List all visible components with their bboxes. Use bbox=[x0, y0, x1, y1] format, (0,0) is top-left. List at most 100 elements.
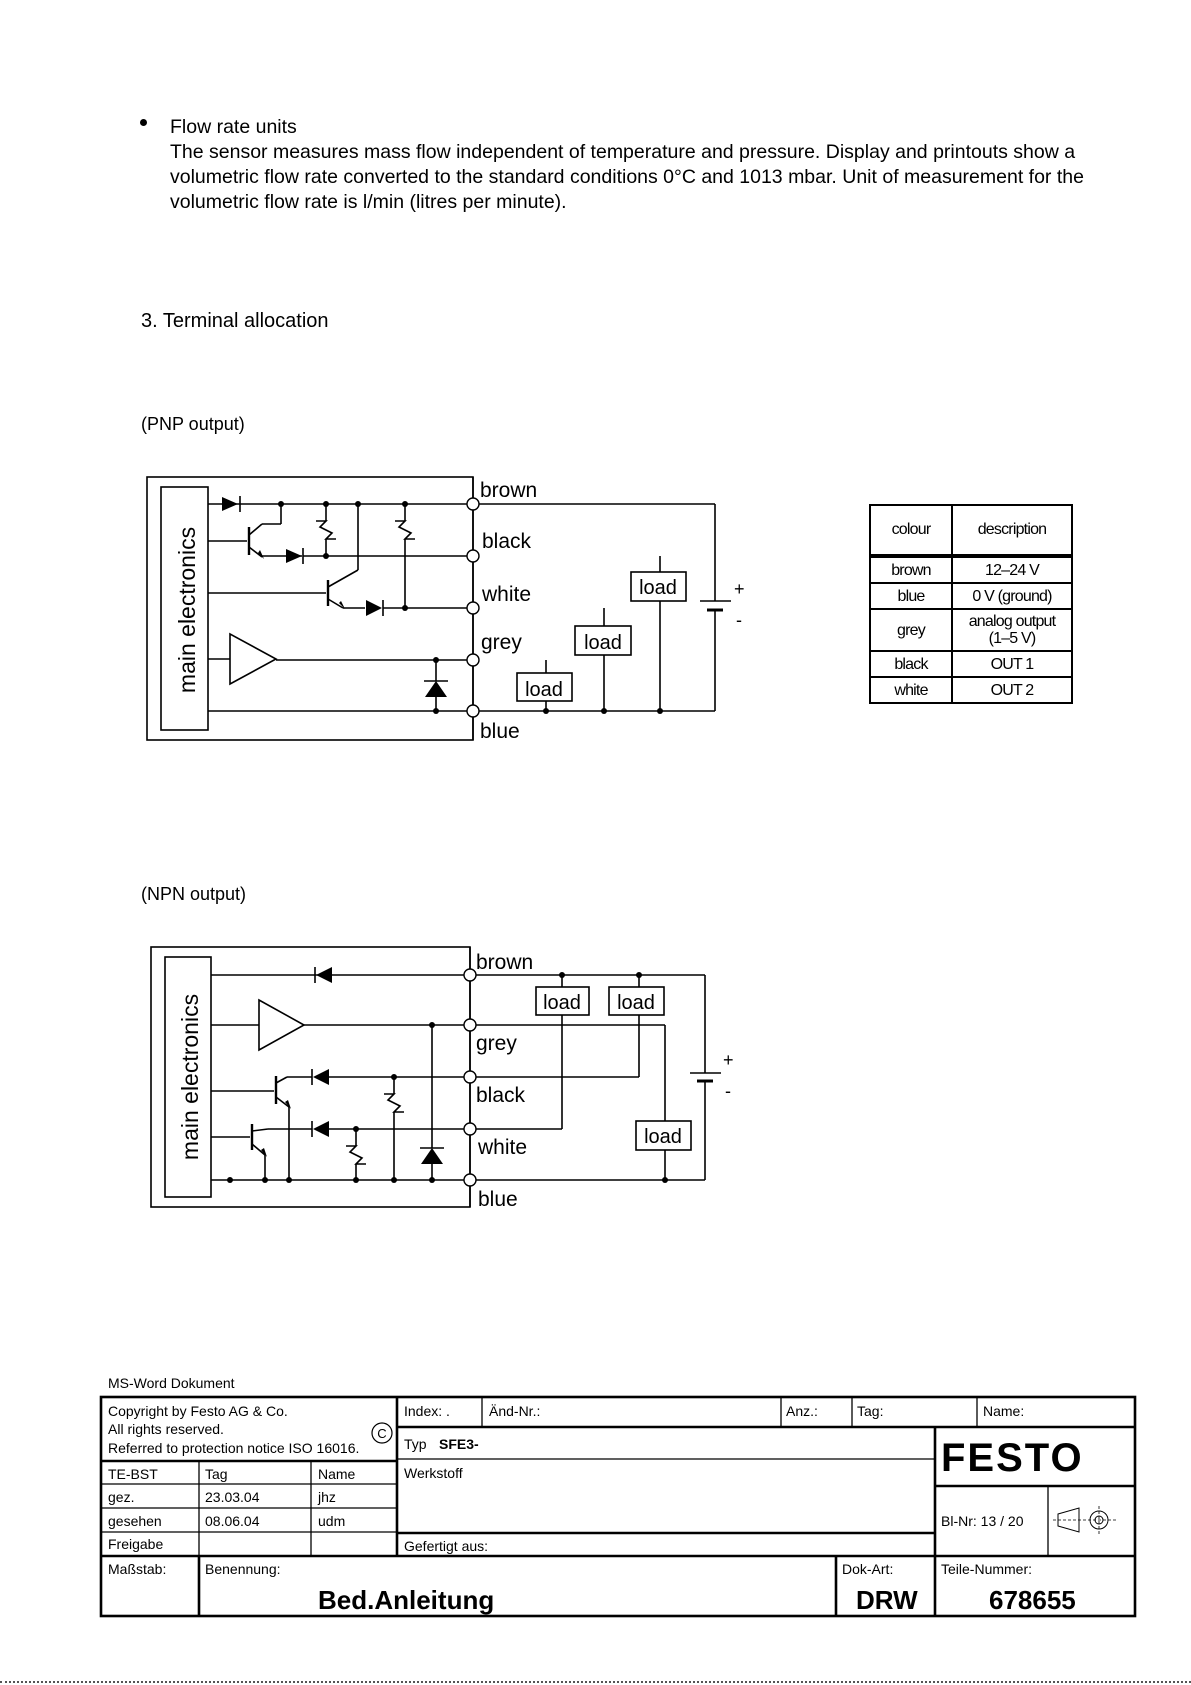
table-row: brown 12–24 V bbox=[869, 554, 1073, 584]
pnp-load-black-label: load bbox=[639, 577, 677, 599]
table-cell: analog output (1–5 V) bbox=[951, 608, 1073, 652]
pnp-zener-grey bbox=[425, 681, 447, 697]
npn-label-black: black bbox=[476, 1084, 526, 1107]
npn-zener-grey bbox=[421, 1148, 443, 1164]
npn-diode-black bbox=[313, 1069, 329, 1085]
table-cell: white bbox=[869, 676, 953, 704]
freigabe-label: Freigabe bbox=[108, 1536, 163, 1552]
typ-label: Typ bbox=[404, 1436, 427, 1452]
section-heading: 3. Terminal allocation bbox=[141, 310, 329, 332]
colour-table-header-description: description bbox=[951, 504, 1073, 557]
benennung-value: Bed.Anleitung bbox=[318, 1585, 494, 1615]
copyright-line-2: All rights reserved. bbox=[108, 1421, 224, 1437]
pnp-load-white-label: load bbox=[584, 632, 622, 654]
aend-label: Änd-Nr.: bbox=[489, 1403, 540, 1419]
intro-title: Flow rate units bbox=[170, 116, 297, 138]
pnp-minus-sign: - bbox=[736, 610, 742, 630]
gesehen-label: gesehen bbox=[108, 1513, 162, 1529]
sheet-number: Bl-Nr: 13 / 20 bbox=[941, 1513, 1024, 1529]
table-cell: blue bbox=[869, 582, 953, 610]
copyright-symbol: C bbox=[377, 1426, 386, 1441]
pnp-load-white bbox=[574, 625, 632, 656]
doc-type-note: MS-Word Dokument bbox=[108, 1375, 235, 1391]
colour-table: colour description brown 12–24 V blue 0 … bbox=[869, 504, 1073, 704]
massstab-label: Maßstab: bbox=[108, 1561, 166, 1577]
typ-value: SFE3- bbox=[439, 1436, 479, 1452]
pnp-terminal-brown bbox=[466, 497, 480, 511]
copyright-line-1: Copyright by Festo AG & Co. bbox=[108, 1403, 288, 1419]
pnp-plus-sign: + bbox=[734, 579, 745, 599]
pnp-diode-brown bbox=[222, 497, 238, 511]
npn-terminal-white bbox=[463, 1122, 477, 1136]
npn-label-brown: brown bbox=[476, 951, 533, 974]
table-cell: OUT 1 bbox=[951, 650, 1073, 678]
gez-label: gez. bbox=[108, 1489, 134, 1505]
intro-paragraph: The sensor measures mass flow independen… bbox=[170, 141, 1084, 213]
name-label: Name: bbox=[983, 1403, 1024, 1419]
table-row: black OUT 1 bbox=[869, 650, 1073, 678]
npn-label-white: white bbox=[477, 1136, 527, 1159]
title-block-frame bbox=[99, 1395, 1137, 1618]
npn-load-black bbox=[608, 986, 665, 1016]
pnp-terminal-grey bbox=[466, 653, 480, 667]
npn-load-white bbox=[635, 1120, 692, 1151]
npn-load-grey-label: load bbox=[543, 992, 581, 1014]
npn-load-white-label: load bbox=[644, 1126, 682, 1148]
npn-main-electronics-label: main electronics bbox=[177, 994, 203, 1160]
npn-terminal-black bbox=[463, 1070, 477, 1084]
benennung-label: Benennung: bbox=[205, 1561, 281, 1577]
bullet-dot bbox=[140, 119, 147, 126]
table-cell: 12–24 V bbox=[951, 554, 1073, 584]
pnp-terminal-blue bbox=[466, 704, 480, 718]
copyright-line-3: Referred to protection notice ISO 16016. bbox=[108, 1440, 359, 1456]
colour-table-header-colour: colour bbox=[869, 504, 953, 557]
teile-value: 678655 bbox=[989, 1585, 1076, 1615]
pnp-label-black: black bbox=[482, 530, 532, 553]
pnp-diode-white bbox=[366, 600, 382, 616]
dokart-value: DRW bbox=[856, 1585, 918, 1615]
pnp-label-brown: brown bbox=[480, 479, 537, 502]
pnp-main-electronics-box bbox=[160, 486, 209, 731]
npn-plus-sign: + bbox=[723, 1050, 734, 1070]
npn-label-blue: blue bbox=[478, 1188, 518, 1211]
npn-terminal-grey bbox=[463, 1018, 477, 1032]
col-name: Name bbox=[318, 1466, 356, 1482]
projection-symbol-icon bbox=[1053, 1506, 1116, 1534]
pnp-label-blue: blue bbox=[480, 720, 520, 743]
npn-terminal-blue bbox=[463, 1173, 477, 1187]
table-cell: 0 V (ground) bbox=[951, 582, 1073, 610]
gez-date: 23.03.04 bbox=[205, 1489, 260, 1505]
npn-main-electronics-box bbox=[164, 956, 212, 1198]
pnp-main-electronics-label: main electronics bbox=[174, 527, 200, 693]
werkstoff-label: Werkstoff bbox=[404, 1465, 463, 1481]
table-cell: brown bbox=[869, 554, 953, 584]
col-tag: Tag bbox=[205, 1466, 228, 1482]
table-row: grey analog output (1–5 V) bbox=[869, 608, 1073, 652]
table-cell: black bbox=[869, 650, 953, 678]
table-row: white OUT 2 bbox=[869, 676, 1073, 704]
anz-label: Anz.: bbox=[786, 1403, 818, 1419]
gesehen-date: 08.06.04 bbox=[205, 1513, 260, 1529]
npn-diode-brown bbox=[316, 967, 332, 983]
pnp-load-grey bbox=[516, 672, 573, 702]
npn-label-grey: grey bbox=[476, 1032, 517, 1055]
gefertigt-label: Gefertigt aus: bbox=[404, 1538, 488, 1554]
pnp-load-grey-label: load bbox=[525, 679, 563, 701]
dept-label: TE-BST bbox=[108, 1466, 158, 1482]
festo-logo: FESTO bbox=[941, 1436, 1084, 1480]
pnp-terminal-black bbox=[466, 549, 480, 563]
table-cell: OUT 2 bbox=[951, 676, 1073, 704]
npn-load-black-label: load bbox=[617, 992, 655, 1014]
page-bottom-border bbox=[0, 1681, 1191, 1683]
pnp-caption: (PNP output) bbox=[141, 414, 245, 434]
tag-label: Tag: bbox=[857, 1403, 883, 1419]
pnp-label-white: white bbox=[481, 583, 531, 606]
npn-minus-sign: - bbox=[725, 1081, 731, 1101]
copyright-icon bbox=[371, 1422, 393, 1444]
npn-diode-white bbox=[313, 1121, 329, 1137]
teile-label: Teile-Nummer: bbox=[941, 1561, 1032, 1577]
dokart-label: Dok-Art: bbox=[842, 1561, 893, 1577]
